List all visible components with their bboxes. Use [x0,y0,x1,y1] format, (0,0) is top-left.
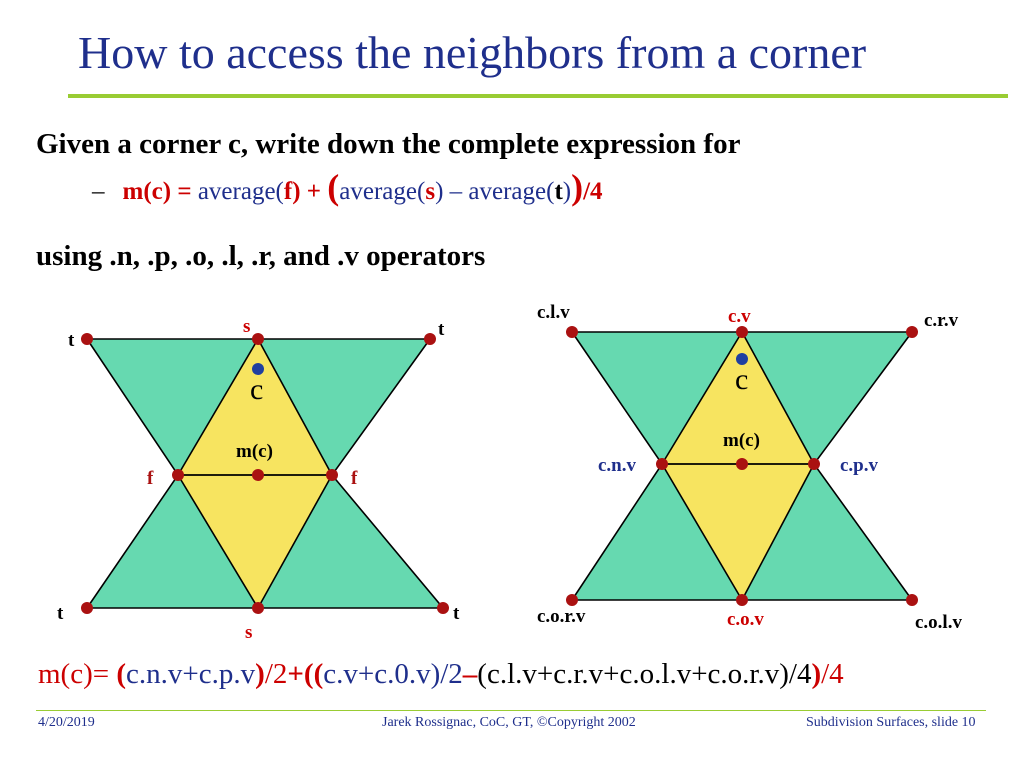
footer-rule [36,710,986,711]
bullet-div4: /4 [583,178,603,205]
operators-line: using .n, .p, .o, .l, .r, and .v operato… [36,240,486,272]
bullet-avg1: average( [191,178,284,205]
left-label-c: c [250,373,263,406]
left-edge-1 [177,338,259,476]
formula-part6: /4 [821,658,844,690]
bullet-minus-avg: ) – average( [435,178,555,205]
right-diagram: c.l.v c.v c.r.v m(c) c.n.v c.p.v c.o.r.v… [537,302,962,633]
left-edge-3 [177,474,259,609]
left-label-s-top: s [243,316,250,337]
bullet-close: ) [562,178,572,205]
right-edge-2 [741,331,815,465]
formula-plus: + [287,658,304,690]
right-label-crv: c.r.v [924,310,959,331]
right-label-corv: c.o.r.v [537,606,586,627]
left-vertex-f-right [326,469,338,481]
formula-part5: (c.l.v+c.r.v+c.o.l.v+c.o.r.v)/4 [477,658,812,690]
formula-p3: (( [303,658,324,690]
right-vertex-mc [736,458,748,470]
right-vertex-clv [566,326,578,338]
right-vertex-cov [736,594,748,606]
left-label-t-br: t [453,603,460,624]
left-vertex-s-top [252,333,264,345]
formula-part4: c.v+c.0.v)/2 [323,658,463,690]
right-edge-3 [661,463,743,601]
bullet-dash: – [92,178,105,205]
left-vertex-t-tl [81,333,93,345]
formula-part3: /2 [264,658,288,690]
bullet-f: f [283,178,293,205]
left-vertex-t-tr [424,333,436,345]
right-vertex-crv [906,326,918,338]
left-label-t-tr: t [438,319,445,340]
left-vertex-t-br [437,602,449,614]
left-corner-dot [252,363,264,375]
right-label-c: c [735,363,748,396]
footer-author: Jarek Rossignac, CoC, GT, ©Copyright 200… [382,715,636,730]
left-edge-2 [257,338,333,476]
instruction-line: Given a corner c, write down the complet… [36,128,741,160]
right-vertex-cv [736,326,748,338]
right-label-clv: c.l.v [537,302,570,323]
left-label-mc: m(c) [236,441,273,462]
right-label-colv: c.o.l.v [915,612,962,633]
bullet-expression: –m(c) = average(f) + (average(s) – avera… [92,169,603,206]
formula-p1: ( [116,658,127,690]
right-label-cv: c.v [728,306,751,327]
formula-line: m(c)= (c.n.v+c.p.v)/2+((c.v+c.0.v)/2–(c.… [38,658,844,691]
left-label-s-bottom: s [245,622,252,643]
left-diagram: t s t m(c) f f t s t c [57,316,460,643]
footer-date: 4/20/2019 [38,715,95,730]
left-label-f-right: f [351,468,358,489]
left-label-f-left: f [147,468,154,489]
title-underline [68,94,1008,98]
formula-part2: c.n.v+c.p.v [126,658,256,690]
left-vertex-mc [252,469,264,481]
right-label-mc: m(c) [723,430,760,451]
bullet-close-plus: ) + [292,178,328,205]
right-vertex-cnv [656,458,668,470]
right-edge-1 [661,331,743,465]
right-label-cpv: c.p.v [840,455,879,476]
footer-slide-number: Subdivision Surfaces, slide 10 [806,715,976,730]
formula-part1: m(c)= [38,658,117,690]
bullet-m: m(c) = [122,178,192,205]
left-label-t-bl: t [57,603,64,624]
bullet-avg2: average( [339,178,426,205]
left-label-t-tl: t [68,330,75,351]
slide-title: How to access the neighbors from a corne… [78,27,867,78]
right-corner-dot [736,353,748,365]
bullet-t: t [554,178,563,205]
right-vertex-cpv [808,458,820,470]
formula-minus: – [462,658,478,690]
formula-p4: ) [811,658,822,690]
right-vertex-corv [566,594,578,606]
left-vertex-s-bottom [252,602,264,614]
right-label-cov: c.o.v [727,609,764,630]
right-edge-4 [741,463,815,601]
left-vertex-t-bl [81,602,93,614]
formula-p2: ) [255,658,265,690]
right-label-cnv: c.n.v [598,455,637,476]
bullet-s: s [425,178,436,205]
left-edge-4 [257,474,333,609]
bullet-open-paren: ( [327,167,340,207]
left-vertex-f-left [172,469,184,481]
right-vertex-colv [906,594,918,606]
bullet-big-close: ) [571,167,584,207]
